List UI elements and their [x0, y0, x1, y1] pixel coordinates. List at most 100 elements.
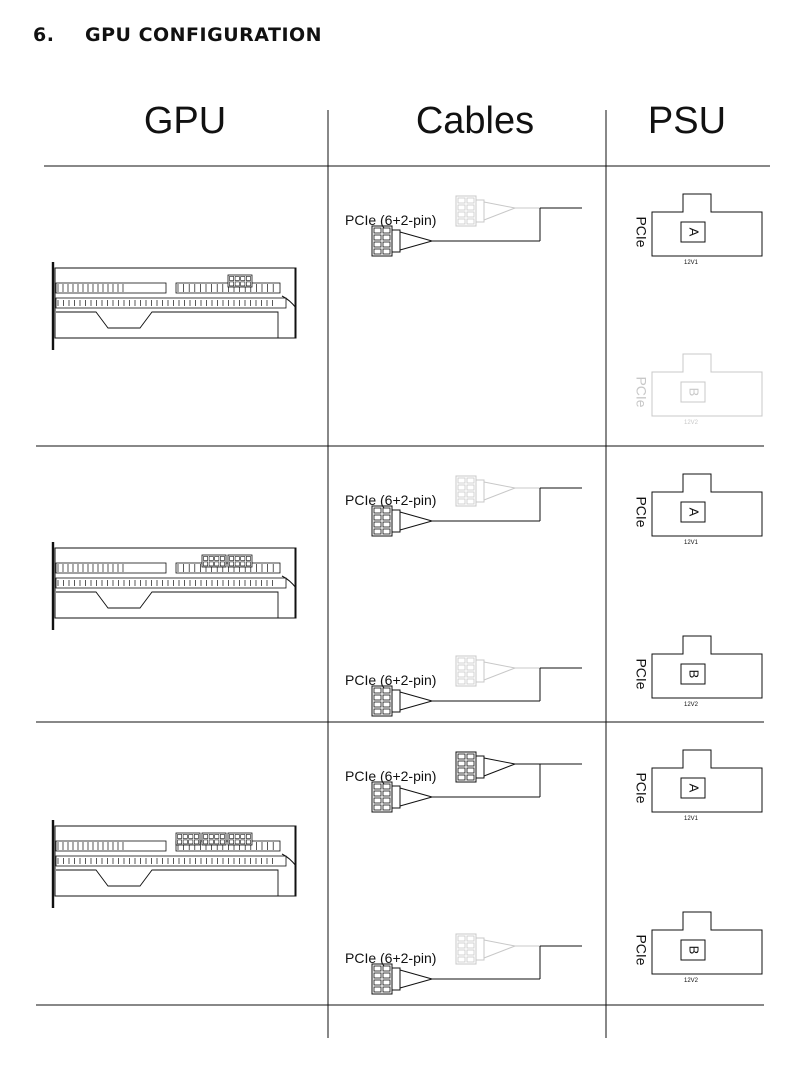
connector-pin [457, 484, 466, 491]
connector-pin [373, 979, 382, 986]
gpu-power-pin [203, 834, 208, 839]
cable-label: PCIe (6+2-pin) [345, 492, 437, 508]
connector-pin [373, 965, 382, 972]
connector-pin [373, 507, 382, 514]
connector-body [371, 225, 393, 257]
connector-pin [457, 211, 466, 218]
cable-label: PCIe (6+2-pin) [345, 212, 437, 228]
gpu-power-pin [246, 839, 251, 845]
connector-pin [373, 986, 382, 993]
gpu-power-pin [208, 556, 214, 561]
psu-rail-label: 12V1 [684, 816, 699, 822]
connector-pin [466, 657, 475, 664]
psu-rail-label: 12V1 [684, 260, 699, 266]
gpu-heatsink [55, 562, 167, 574]
gpu-card-outline [54, 547, 296, 619]
connector-pin [457, 678, 466, 685]
connector-pin [382, 986, 391, 993]
connector-pin [382, 507, 391, 514]
gpu-card-curve [281, 295, 297, 309]
gpu-card-end [280, 547, 297, 619]
gpu-power-pin [229, 556, 234, 561]
gpu-power-pin [194, 839, 199, 845]
connector-pin [466, 956, 475, 963]
psu-port-letter: B [687, 388, 702, 397]
connector-pin [373, 708, 382, 715]
connector-pin [466, 218, 475, 225]
connector-pin [457, 477, 466, 484]
connector-pin [457, 657, 466, 664]
gpu-power-pin [234, 834, 240, 839]
psu-port-socket [680, 221, 706, 243]
connector-pin [382, 227, 391, 234]
gpu-power-pin [177, 839, 182, 845]
connector-pin [457, 774, 466, 781]
psu-port-socket [680, 939, 706, 961]
cable-wire [483, 945, 516, 959]
psu-port-outline [651, 749, 763, 813]
gpu-power-pin [240, 276, 246, 281]
connector-body [455, 751, 477, 783]
gpu-card-end [280, 267, 297, 339]
psu-port-outline [651, 353, 763, 417]
connector-clip [391, 229, 401, 253]
connector-pin [373, 241, 382, 248]
gpu-power-pin [208, 561, 214, 567]
gpu-power-pin [240, 556, 246, 561]
psu-port-outline [651, 911, 763, 975]
psu-rail-label: 12V1 [684, 540, 699, 546]
connector-pin [382, 965, 391, 972]
psu-rail-label: 12V2 [684, 702, 699, 708]
connector-pin [373, 972, 382, 979]
connector-pin [373, 790, 382, 797]
gpu-power-pin [208, 839, 214, 845]
gpu-power-pin [220, 556, 225, 561]
connector-pin [382, 241, 391, 248]
cable-wire [399, 787, 433, 798]
connector-pin [466, 935, 475, 942]
connector-pin [382, 521, 391, 528]
cable-wire [483, 207, 516, 221]
gpu-power-pin [234, 839, 240, 845]
connector-pin [382, 234, 391, 241]
connector-pin [466, 498, 475, 505]
gpu-power-pin [214, 561, 220, 567]
connector-pin [457, 491, 466, 498]
cable-wire [483, 487, 516, 501]
gpu-power-pin [214, 556, 220, 561]
psu-side-label: PCIe [633, 772, 649, 803]
gpu-card-outline [54, 267, 296, 339]
connector-clip [475, 659, 485, 683]
psu-side-label: PCIe [633, 934, 649, 965]
gpu-power-pin [188, 834, 194, 839]
connector-pin [373, 687, 382, 694]
connector-pin [382, 790, 391, 797]
cable-wire [399, 520, 433, 531]
connector-pin [466, 197, 475, 204]
connector-pin [373, 694, 382, 701]
column-header-gpu: GPU [143, 100, 227, 142]
psu-port-socket [680, 381, 706, 403]
cable-label: PCIe (6+2-pin) [345, 950, 437, 966]
gpu-power-pin [246, 556, 251, 561]
psu-side-label: PCIe [633, 216, 649, 247]
psu-port-letter: B [687, 670, 702, 679]
gpu-power-pin [182, 839, 188, 845]
gpu-shroud [56, 311, 279, 338]
gpu-power-pin [220, 839, 225, 845]
psu-port-socket [680, 663, 706, 685]
connector-pin [457, 197, 466, 204]
gpu-heatsink [55, 577, 287, 589]
cable-wire [483, 661, 516, 669]
cable-wire [399, 978, 433, 989]
connector-pin [373, 528, 382, 535]
connector-pin [457, 949, 466, 956]
connector-pin [457, 753, 466, 760]
connector-pin [373, 783, 382, 790]
connector-pin [373, 521, 382, 528]
gpu-power-pin [203, 839, 208, 845]
cable-wire [399, 796, 433, 807]
